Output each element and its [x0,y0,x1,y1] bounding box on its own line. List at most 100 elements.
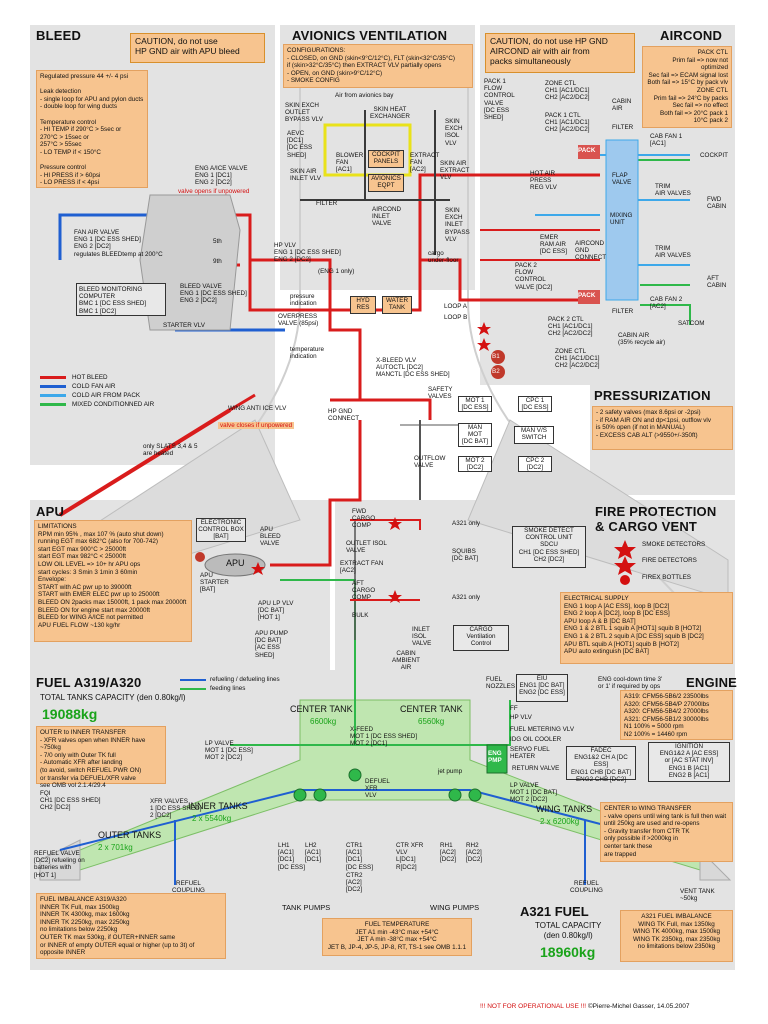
aircond-title: AIRCOND [660,28,723,43]
center-transfer: CENTER to WING TRANSFER - valve opens un… [600,802,733,862]
jet-pump: jet pump [438,768,463,775]
skin-exch-inlet: SKIN EXCH INLET BYPASS VLV [445,207,470,243]
legend-fan-swatch [40,385,66,388]
safety-valves: SAFETY VALVES [428,386,453,401]
fuel-temperature: FUEL TEMPERATURE JET A1 min -43°C max +5… [322,918,472,956]
aft-cabin: AFT CABIN [707,275,727,290]
loop-a: LOOP A [444,303,467,310]
outer-cap: 2 x 701kg [98,843,133,852]
bleed-title: BLEED [36,28,82,43]
legend-mixed: MIXED CONDITIONNED AIR [72,401,155,408]
idg-oil-cooler: IDG OIL COOLER [510,736,562,743]
eng1-only: (ENG 1 only) [318,268,355,275]
a321-title: A321 FUEL [520,904,589,919]
wing-pumps: WING PUMPS [430,903,480,912]
eng-pmp: ENG PMP [488,750,502,765]
fire-title: FIRE PROTECTION & CARGO VENT [595,504,717,534]
not-operational: !!! NOT FOR OPERATIONAL USE !!! [480,1003,587,1010]
xfeed: X-FEED MOT 1 [DC ESS SHED] MOT 2 [DC1] [350,726,418,748]
legend-pack-swatch [40,394,66,397]
return-valve: RETURN VALVE [512,765,560,772]
refuel-coupling-right: REFUEL COUPLING [570,880,603,895]
mot2: MOT 2 [DC2] [458,456,492,472]
center-cap-right: 6560kg [418,717,445,726]
apu-body-label: APU [226,558,245,568]
a321-capacity-value: 18960kg [540,944,596,960]
mixing-unit: MIXING UNIT [610,212,633,227]
cargo-vent-ctl: CARGO Ventilation Control [453,625,509,651]
a321-only-1: A321 only [452,520,481,527]
fuel-imbalance: FUEL IMBALANCE A319/A320 INNER TK Full, … [36,893,226,959]
ctr-xfr-vlv: CTR XFR VLV L[DC1] R[DC2] [396,842,424,871]
a321-capacity-label: TOTAL CAPACITY (den 0.80kg/l) [535,921,602,940]
cabin-air-2: CABIN AIR (35% recycle air) [618,332,666,347]
mot1: MOT 1 [DC ESS] [458,396,492,412]
fqi: FQI CH1 [DC ESS SHED] CH2 [DC2] [40,790,101,812]
extract-fan: EXTRACT FAN [AC2] [410,152,440,174]
bottle-b2: B2 [492,368,500,375]
bmc-box: BLEED MONITORING COMPUTER BMC 1 [DC ESS … [76,283,166,316]
engine-hp-vlv: HP VLV [510,714,532,721]
a321-imbalance: A321 FUEL IMBALANCE WING TK Full, max 13… [620,910,733,962]
legend-mixed-swatch [40,403,66,406]
bleed-note: Regulated pressure 44 +/- 4 psi Leak det… [36,70,148,188]
fuel-capacity-value: 19088kg [42,706,98,722]
ignition-box: IGNITION ENG1&2 A [AC ESS] or [AC STAT I… [648,742,730,782]
pumps-lh2: LH2 [AC1] [DC1] [305,842,322,864]
outlet-isol: OUTLET ISOL VALVE [346,540,387,555]
ecb-box: ELECTRONIC CONTROL BOX [BAT] [196,518,246,542]
apu-starter: APU STARTER [BAT] [200,572,229,594]
fuel-capacity-label: TOTAL TANKS CAPACITY (den 0.80kg/l) [40,693,186,702]
zone-ctl-2: ZONE CTL CH1 [AC1/DC1] CH2 [AC2/DC2] [555,348,600,370]
avionics-title: AVIONICS VENTILATION [292,28,448,43]
xfr-valves: XFR VALVES 1 [DC ESS SHED] 2 [DC2] [150,798,202,820]
cockpit-panels: COCKPIT PANELS [368,150,404,168]
fadec-box: FADEC ENG1&2 CH A [DC ESS] ENG1 CHB [DC … [566,746,636,783]
fuel-title: FUEL A319/A320 [36,675,142,690]
refuel-coupling-left: REFUEL COUPLING [172,880,205,895]
pack-label-1: PACK [578,147,596,154]
a321-only-2: A321 only [452,594,481,601]
lp-valve-fuel: LP VALVE MOT 1 [DC ESS] MOT 2 [DC2] [205,740,253,762]
apu-lp-vlv: APU LP VLV [DC BAT] [HOT 1] [258,600,294,622]
satcom: SATCOM [678,320,705,327]
cabin-air: CABIN AIR [612,98,632,113]
fuel-legend-feed-swatch [180,688,206,690]
slats-note: only SLATS 3,4 & 5 are heated [143,443,198,458]
aircond-inlet-valve: AIRCOND INLET VALVE [372,206,402,228]
filter-1: FILTER [612,124,634,131]
pack-ctl-note: PACK CTL Prim fail => now not optimized … [642,46,732,128]
hp-gnd-connect: HP GND CONNECT [328,408,360,423]
avionics-config: CONFIGURATIONS: - CLOSED, on GND (skin<9… [283,44,473,88]
transfer-note: OUTER to INNER TRANSFER - XFR valves ope… [36,726,166,789]
pressurization-title: PRESSURIZATION [594,388,711,403]
vent-tank: VENT TANK ~50kg [680,888,715,903]
pumps-lh1: LH1 [AC1] [DC1] [DC ESS] [278,842,305,871]
footer: !!! NOT FOR OPERATIONAL USE !!! ©Pierre-… [480,1003,690,1010]
legend-hot: HOT BLEED [72,374,108,381]
servo-heater: SERVO FUEL HEATER [510,746,550,761]
cargo-underfloor: cargo under-floor [428,250,459,265]
extract-fan-cargo: EXTRACT FAN [AC2] [340,560,384,575]
bleed-caution: CAUTION, do not use HP GND air with APU … [130,33,265,63]
inner-tanks: INNER TANKS [188,801,248,811]
fwd-cabin: FWD CABIN [707,196,727,211]
legend-smoke: SMOKE DETECTORS [642,541,706,548]
pack1-ctl: PACK 1 CTL CH1 [AC1/DC1] CH2 [AC2/DC2] [545,112,590,134]
skin-exch-outlet: SKIN EXCH OUTLET BYPASS VLV [285,102,323,124]
apu-pump: APU PUMP [DC BAT] [AC ESS SHED] [255,630,288,659]
fuel-legend-refuel: refueling / defueling lines [210,676,280,683]
temperature-indication: temperature indication [290,346,324,361]
squibs: SQUIBS [DC BAT] [452,548,479,563]
pack-label-2: PACK [578,292,596,299]
pumps-rh2: RH2 [AC2] [DC2] [466,842,483,864]
trim-air-valves-1: TRIM AIR VALVES [655,183,691,198]
pack2-ctl: PACK 2 CTL CH1 [AC1/DC1] CH2 [AC2/DC2] [548,316,593,338]
outer-tanks: OUTER TANKS [98,830,162,840]
apu-bleed-valve: APU BLEED VALVE [260,526,281,548]
stage-5th: 5th [213,238,222,245]
cooldown-note: ENG cool-down time 3' or 1' if required … [598,676,663,691]
blower-fan: BLOWER FAN [AC1] [336,152,364,174]
pressure-indication: pressure indication [290,293,317,308]
tank-pumps: TANK PUMPS [282,903,331,912]
